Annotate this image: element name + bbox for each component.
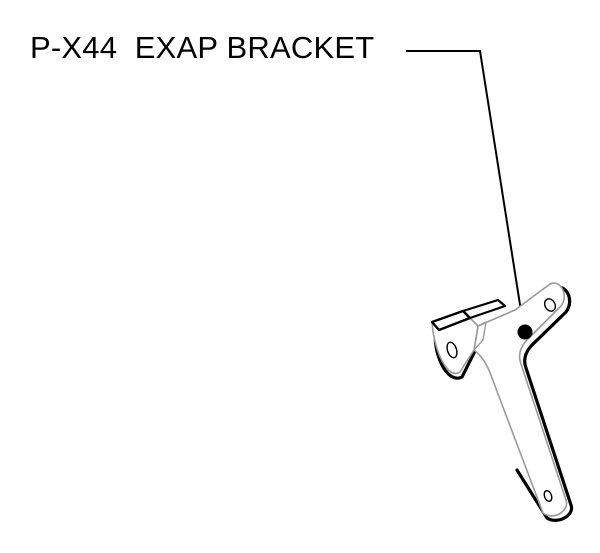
bracket-body (473, 282, 568, 517)
callout-leader-line (406, 50, 525, 331)
callout-anchor-dot (517, 324, 533, 340)
bracket-bend-line (473, 321, 487, 351)
part-callout-label: P-X44 EXAP BRACKET (30, 30, 375, 65)
bracket-shadow-edge (515, 285, 574, 522)
arm-mounting-hole (543, 298, 557, 312)
exap-bracket-part (430, 282, 574, 522)
leg-mounting-hole (543, 489, 553, 503)
tab-mounting-hole (446, 341, 458, 359)
tab-fold-top (461, 298, 507, 320)
